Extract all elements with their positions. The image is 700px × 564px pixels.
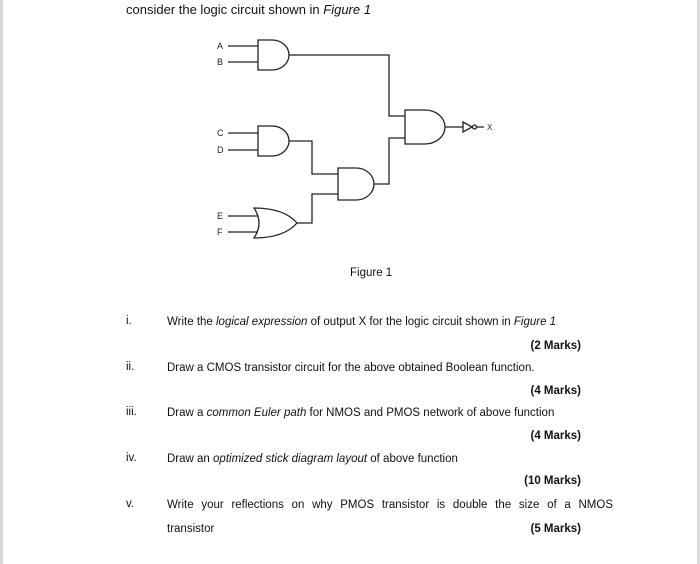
question-text-v-line2: transistor xyxy=(167,523,215,535)
question-text-v-line1: Write your reflections on why PMOS trans… xyxy=(167,499,613,511)
page-edge-left xyxy=(0,0,3,564)
wire-cd-to-and xyxy=(289,140,338,175)
wire-ef-to-and xyxy=(297,193,338,224)
question-number-ii: ii. xyxy=(126,361,135,373)
gate-ef xyxy=(252,207,298,239)
page-edge-right xyxy=(697,0,700,564)
gate-and-inner xyxy=(337,167,375,201)
marks-iv: (10 Marks) xyxy=(524,475,581,487)
gate-ab xyxy=(257,39,290,71)
input-label-e: E xyxy=(217,211,223,221)
input-label-c: C xyxy=(217,128,224,138)
question-text-i: Write the logical expression of output X… xyxy=(167,316,557,328)
question-text-ii: Draw a CMOS transistor circuit for the a… xyxy=(167,362,535,374)
question-number-iv: iv. xyxy=(126,452,137,464)
input-label-b: B xyxy=(217,57,223,67)
output-bubble xyxy=(471,124,478,130)
input-label-d: D xyxy=(217,145,224,155)
logic-circuit-diagram: A B C D E F X xyxy=(217,39,493,239)
gate-cd xyxy=(257,125,290,157)
question-number-i: i. xyxy=(126,315,132,327)
input-label-f: F xyxy=(217,227,223,237)
gate-final xyxy=(404,109,446,145)
wire-ab-to-final xyxy=(289,54,405,117)
output-buffer xyxy=(462,120,474,134)
intro-text: consider the logic circuit shown in Figu… xyxy=(126,2,371,17)
question-number-v: v. xyxy=(126,498,135,510)
question-number-iii: iii. xyxy=(126,406,137,418)
question-text-iii: Draw a common Euler path for NMOS and PM… xyxy=(167,407,555,419)
input-label-a: A xyxy=(217,41,223,51)
question-text-iv: Draw an optimized stick diagram layout o… xyxy=(167,453,458,465)
marks-i: (2 Marks) xyxy=(530,340,582,352)
output-label-x: X xyxy=(487,123,493,132)
wire-and-to-final xyxy=(374,137,405,185)
marks-v: (5 Marks) xyxy=(530,523,582,535)
figure-caption: Figure 1 xyxy=(350,267,393,279)
marks-iii: (4 Marks) xyxy=(530,430,582,442)
marks-ii: (4 Marks) xyxy=(530,385,582,397)
